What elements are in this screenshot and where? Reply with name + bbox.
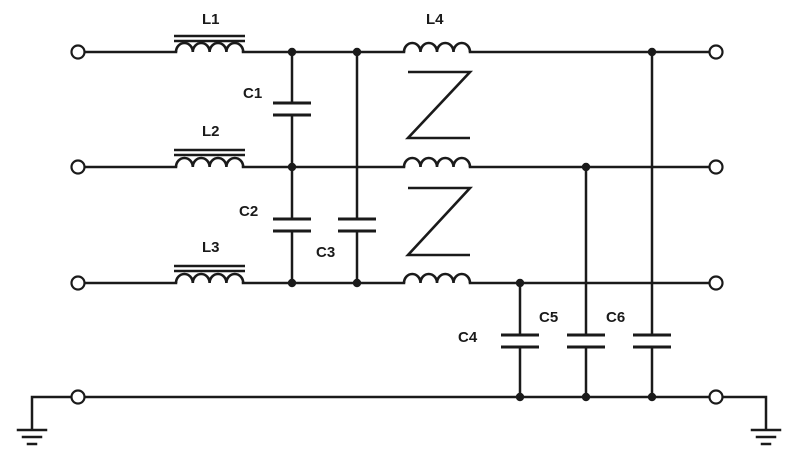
label-L1: L1: [202, 11, 220, 28]
label-C1: C1: [243, 85, 262, 102]
terminal-ground-out: [708, 389, 724, 405]
label-C6: C6: [606, 309, 625, 326]
terminal-line-3-out: [708, 275, 724, 291]
label-C5: C5: [539, 309, 558, 326]
label-C4: C4: [458, 329, 478, 346]
junction-node: [515, 278, 525, 288]
junction-node: [581, 392, 591, 402]
terminal-line-1-out: [708, 44, 724, 60]
terminal-line-3-in: [70, 275, 86, 291]
capacitor-C6: [633, 50, 671, 399]
capacitor-C3: [338, 50, 376, 285]
junction-node: [352, 47, 362, 57]
terminal-line-2-in: [70, 159, 86, 175]
junction-node: [287, 47, 297, 57]
label-C2: C2: [239, 203, 258, 220]
junction-node: [647, 392, 657, 402]
capacitor-C4: [501, 281, 539, 399]
capacitor-C1: [273, 50, 311, 169]
label-C3: C3: [316, 244, 335, 261]
junction-node: [581, 162, 591, 172]
terminal-line-1-in: [70, 44, 86, 60]
label-L4: L4: [426, 11, 444, 28]
coupling-mark-upper: [404, 70, 474, 140]
junction-nodes: [287, 47, 657, 402]
label-L2: L2: [202, 123, 220, 140]
terminal-line-2-out: [708, 159, 724, 175]
inductor-L1: [174, 34, 245, 53]
junction-node: [515, 392, 525, 402]
junction-node: [287, 278, 297, 288]
inductor-L3: [174, 264, 245, 284]
label-L3: L3: [202, 239, 220, 256]
terminal-ground-in: [70, 389, 86, 405]
junction-node: [287, 162, 297, 172]
inductor-L4: [402, 41, 474, 284]
junction-node: [352, 278, 362, 288]
terminals: [70, 44, 724, 405]
junction-node: [647, 47, 657, 57]
capacitor-C5: [567, 165, 605, 399]
coupling-mark-lower: [405, 186, 473, 257]
ground-line: [16, 395, 782, 446]
inductor-L2: [174, 148, 245, 168]
capacitor-C2: [273, 165, 311, 285]
